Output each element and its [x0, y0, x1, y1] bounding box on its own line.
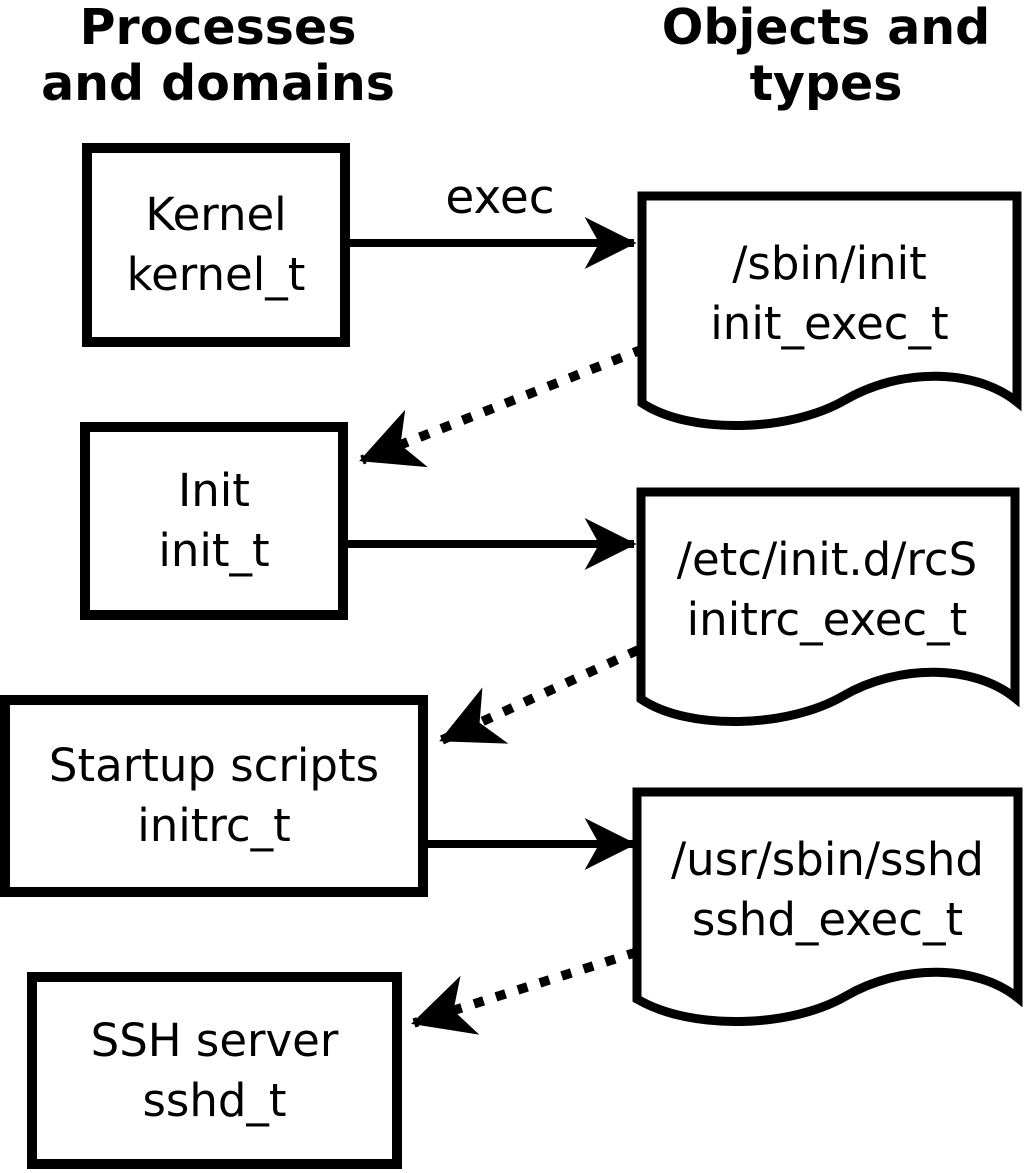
process-box-ssh-server: SSH server sshd_t	[27, 972, 402, 1169]
object-path: /sbin/init	[732, 237, 927, 290]
process-domain: sshd_t	[142, 1073, 287, 1127]
document-shape-usr-sbin-sshd	[632, 787, 1023, 1026]
process-box-init: Init init_t	[80, 422, 348, 620]
object-label-etc-initd-rcs: /etc/init.d/rcS initrc_exec_t	[639, 496, 1015, 684]
column-header-objects-line2: types	[749, 55, 903, 112]
object-type: init_exec_t	[710, 297, 949, 350]
transition-arrow-rcs-to-initrc	[439, 645, 640, 745]
column-header-processes-line2: and domains	[41, 55, 395, 112]
column-header-processes-line1: Processes	[79, 0, 357, 56]
process-name: SSH server	[90, 1013, 339, 1067]
process-name: Startup scripts	[48, 739, 380, 792]
transition-arrow-sbin-init-to-init	[359, 344, 645, 468]
document-shape-sbin-init	[637, 191, 1022, 431]
process-name: Init	[178, 464, 250, 517]
column-header-objects: Objects and types	[636, 0, 1016, 112]
object-path: /etc/init.d/rcS	[676, 533, 978, 586]
document-shape-etc-initd-rcs	[636, 487, 1020, 727]
process-name: Kernel	[145, 188, 287, 241]
column-header-objects-line1: Objects and	[661, 0, 991, 56]
object-label-usr-sbin-sshd: /usr/sbin/sshd sshd_exec_t	[637, 796, 1018, 984]
exec-arrow-label: exec	[445, 170, 555, 225]
object-type: sshd_exec_t	[691, 893, 964, 946]
process-domain: initrc_t	[137, 799, 291, 852]
object-type: initrc_exec_t	[686, 593, 968, 646]
process-domain: kernel_t	[126, 248, 306, 301]
object-label-sbin-init: /sbin/init init_exec_t	[642, 200, 1017, 388]
column-header-processes: Processes and domains	[18, 0, 418, 112]
object-path: /usr/sbin/sshd	[671, 833, 984, 886]
process-box-kernel: Kernel kernel_t	[82, 143, 350, 347]
process-domain: init_t	[158, 524, 270, 577]
process-box-startup-scripts: Startup scripts initrc_t	[0, 695, 428, 897]
transition-arrow-sshd-exec-to-sshd	[411, 947, 639, 1035]
